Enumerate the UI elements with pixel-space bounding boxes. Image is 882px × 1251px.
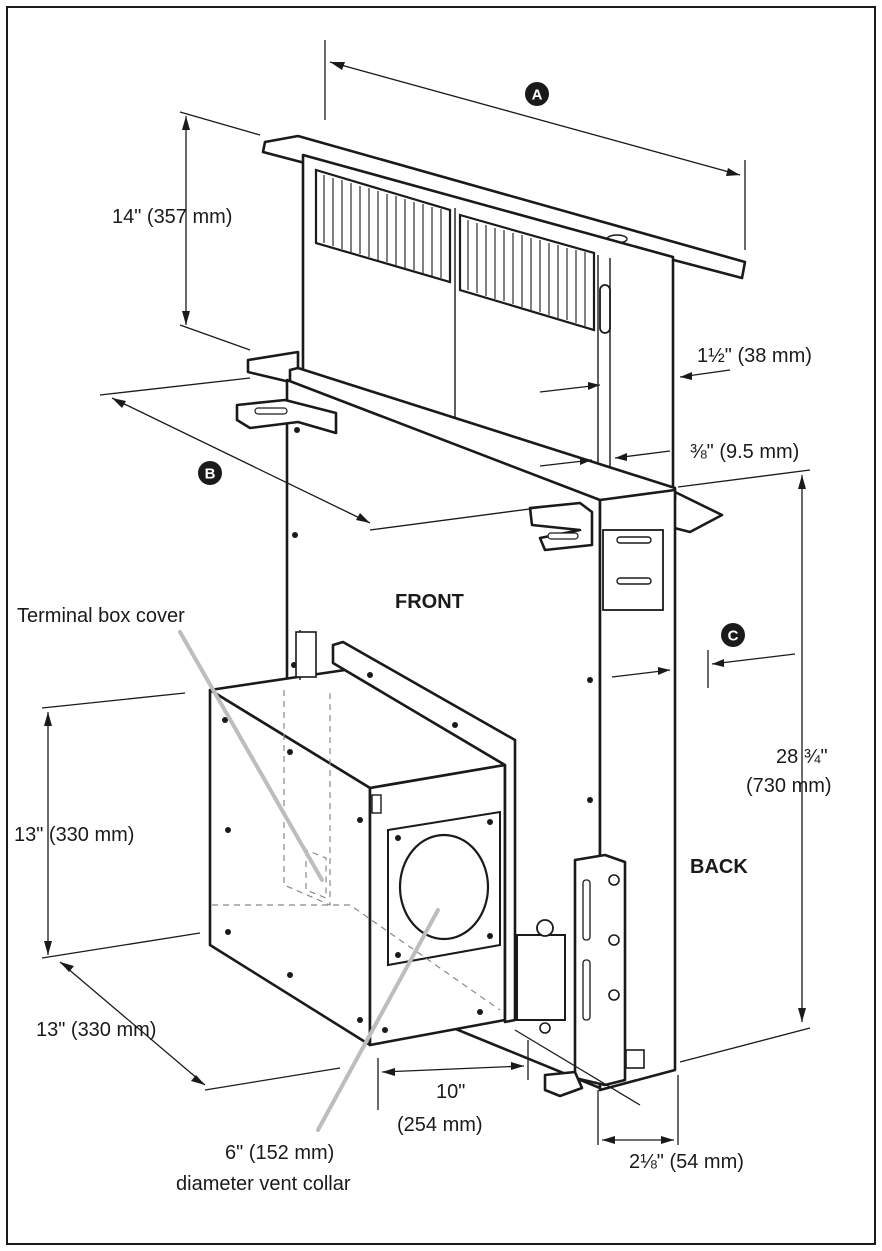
- ground-lug: [536, 919, 554, 937]
- height-28-label-line1: 28 ¾": [776, 746, 828, 768]
- corner-foot: [625, 1049, 645, 1069]
- height-14-label: 14" (357 mm): [112, 206, 232, 228]
- terminal-box-cover-leader: [178, 630, 324, 882]
- depth-3-8-label: ⅜" (9.5 mm): [690, 441, 799, 463]
- vent-collar-label-line1: 6" (152 mm): [225, 1142, 334, 1164]
- terminal-box: [516, 934, 566, 1021]
- callout-a: A: [525, 82, 549, 106]
- offset-10-label-line1: 10": [436, 1081, 465, 1103]
- callout-c-letter: C: [728, 628, 739, 645]
- dimension-lines: [41, 40, 811, 1145]
- knob-bolts: [608, 874, 620, 1001]
- blower-rail: [331, 640, 517, 1024]
- box-depth-13-label: 13" (330 mm): [36, 1019, 156, 1041]
- box-height-13-label: 13" (330 mm): [14, 824, 134, 846]
- grille-left: [314, 168, 452, 284]
- terminal-box-cover-hidden: [283, 690, 331, 906]
- grille-right-slots: [467, 220, 586, 326]
- vent-collar-leader: [316, 908, 440, 1132]
- callout-c: C: [721, 623, 745, 647]
- diagram-frame: [6, 6, 876, 1245]
- grille-right: [458, 213, 596, 332]
- back-label: BACK: [690, 856, 748, 878]
- vent-collar-label-line2: diameter vent collar: [176, 1173, 351, 1195]
- height-28-label-line2: (730 mm): [746, 775, 832, 797]
- grille-left-slots: [323, 175, 442, 278]
- depth-2-1-8-label: 2⅛" (54 mm): [629, 1151, 744, 1173]
- offset-10-label-line2: (254 mm): [397, 1114, 483, 1136]
- light-indicator: [599, 284, 611, 334]
- blower-screws: [222, 672, 483, 1033]
- width-1-5-label: 1½" (38 mm): [697, 345, 812, 367]
- callout-a-letter: A: [532, 87, 543, 104]
- collar-plate-screws: [395, 819, 493, 958]
- callout-b: B: [198, 461, 222, 485]
- callout-b-letter: B: [205, 466, 216, 483]
- terminal-box-cover-label: Terminal box cover: [17, 605, 185, 627]
- blower-clip: [371, 794, 382, 814]
- foot-bracket: [543, 1070, 584, 1098]
- front-label: FRONT: [395, 591, 464, 613]
- vent-collar: [398, 833, 490, 941]
